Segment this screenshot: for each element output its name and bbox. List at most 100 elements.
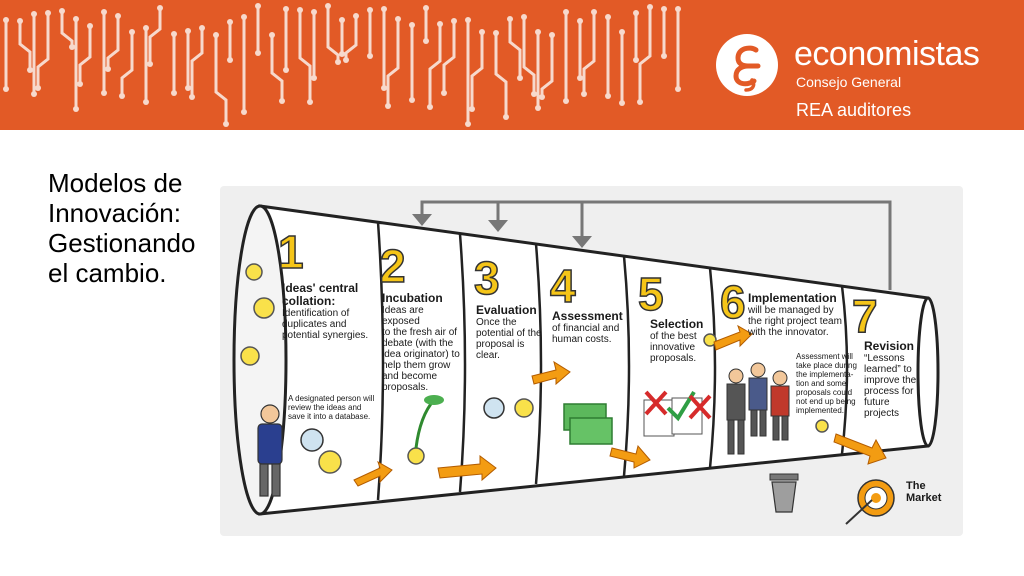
circuit-trace	[298, 8, 312, 104]
circuit-node	[661, 6, 667, 12]
circuit-node	[367, 53, 373, 59]
circuit-node	[77, 81, 83, 87]
circuit-node	[283, 6, 289, 12]
stage-description: proposals.	[382, 382, 429, 393]
circuit-node	[479, 29, 485, 35]
stage-number: 3	[474, 252, 500, 304]
circuit-trace	[214, 33, 228, 126]
circuit-node	[339, 51, 345, 57]
circuit-trace	[522, 15, 536, 96]
circuit-trace	[78, 24, 92, 86]
circuit-node	[199, 25, 205, 31]
circuit-node	[241, 109, 247, 115]
brand-logo[interactable]: economistas Consejo General REA auditore…	[716, 34, 1016, 124]
stage-number: 4	[550, 260, 576, 312]
stage-description: debate (with the	[382, 338, 454, 349]
circuit-node	[395, 16, 401, 22]
circuit-node	[469, 106, 475, 112]
circuit-trace	[470, 30, 484, 111]
circuit-node	[409, 22, 415, 28]
circuit-trace	[582, 10, 596, 96]
circuit-node	[311, 75, 317, 81]
stage-title: Assessment	[552, 309, 623, 323]
slide-title: Modelos de Innovación: Gestionando el ca…	[48, 168, 213, 288]
trash-bin-lid-icon	[769, 473, 799, 481]
circuit-trace	[494, 31, 508, 119]
circuit-node	[279, 98, 285, 104]
circuit-node	[637, 99, 643, 105]
circuit-trace	[508, 17, 522, 80]
slide-title-line: el cambio.	[48, 258, 167, 288]
circuit-node	[437, 21, 443, 27]
stage-divider	[840, 285, 849, 455]
stage-description: help them grow	[382, 360, 451, 371]
circuit-trace	[36, 11, 50, 90]
person-illustration	[257, 404, 283, 497]
circuit-node	[143, 25, 149, 31]
circuit-node	[3, 86, 9, 92]
circuit-node	[353, 13, 359, 19]
stage-divider	[622, 255, 631, 477]
stage-divider	[708, 267, 717, 469]
circuit-node	[535, 29, 541, 35]
stage-title: Evaluation	[476, 303, 537, 317]
circuit-node	[311, 9, 317, 15]
stage-description: human costs.	[552, 334, 612, 345]
circuit-node	[335, 59, 341, 65]
stage-title: Incubation	[382, 291, 443, 305]
circuit-trace	[60, 9, 74, 49]
circuit-node	[517, 75, 523, 81]
stage-4-text: Assessment of financial and human costs.	[552, 309, 632, 346]
circuit-node	[255, 3, 261, 9]
circuit-node	[577, 75, 583, 81]
circuit-trace	[106, 14, 120, 71]
circuit-trace	[638, 5, 652, 104]
stage-5-text: Selection of the best innovative proposa…	[650, 318, 716, 365]
circuit-node	[283, 67, 289, 73]
circuit-node	[171, 90, 177, 96]
circuit-trace	[344, 14, 358, 62]
circuit-node	[633, 10, 639, 16]
circuit-node	[45, 10, 51, 16]
circuit-node	[465, 17, 471, 23]
feedback-line	[420, 200, 892, 290]
circuit-node	[147, 61, 153, 67]
stage-description: duplicates and	[282, 319, 347, 330]
circuit-node	[675, 6, 681, 12]
circuit-node	[507, 16, 513, 22]
circuit-node	[503, 114, 509, 120]
circuit-trace	[326, 4, 340, 64]
stage-description: Once the	[476, 317, 517, 328]
circuit-node	[563, 98, 569, 104]
circuit-node	[115, 13, 121, 19]
magnifier-icon	[300, 428, 324, 452]
sprout-leaf-icon	[424, 395, 444, 405]
circuit-node	[119, 93, 125, 99]
money-icon	[569, 417, 613, 445]
stage-divider	[534, 243, 543, 485]
stage-3-text: Evaluation Once the potential of the pro…	[476, 303, 546, 362]
stage-description: proposals.	[650, 353, 697, 364]
cross-icon	[688, 394, 712, 420]
circuit-node	[157, 5, 163, 11]
funnel-end	[916, 296, 940, 448]
stage-description: innovative	[650, 342, 696, 353]
progress-arrow-icon	[353, 324, 887, 487]
stage-number: 2	[380, 240, 406, 292]
circuit-pattern-graphic	[3, 3, 681, 127]
brand-name: economistas	[794, 35, 980, 73]
circuit-node	[465, 121, 471, 127]
circuit-trace	[442, 19, 456, 95]
stage-6-text: Implementation will be managed by the ri…	[748, 291, 852, 339]
circuit-node	[591, 9, 597, 15]
circuit-node	[227, 19, 233, 25]
slide-title-line: Gestionando	[48, 228, 196, 258]
checkmark-icon	[666, 390, 696, 422]
circuit-node	[27, 67, 33, 73]
stage-title: Implementation	[748, 291, 837, 305]
stage-title: collation:	[282, 294, 336, 308]
circuit-node	[35, 85, 41, 91]
circuit-node	[87, 23, 93, 29]
circuit-node	[73, 106, 79, 112]
circuit-node	[227, 57, 233, 63]
